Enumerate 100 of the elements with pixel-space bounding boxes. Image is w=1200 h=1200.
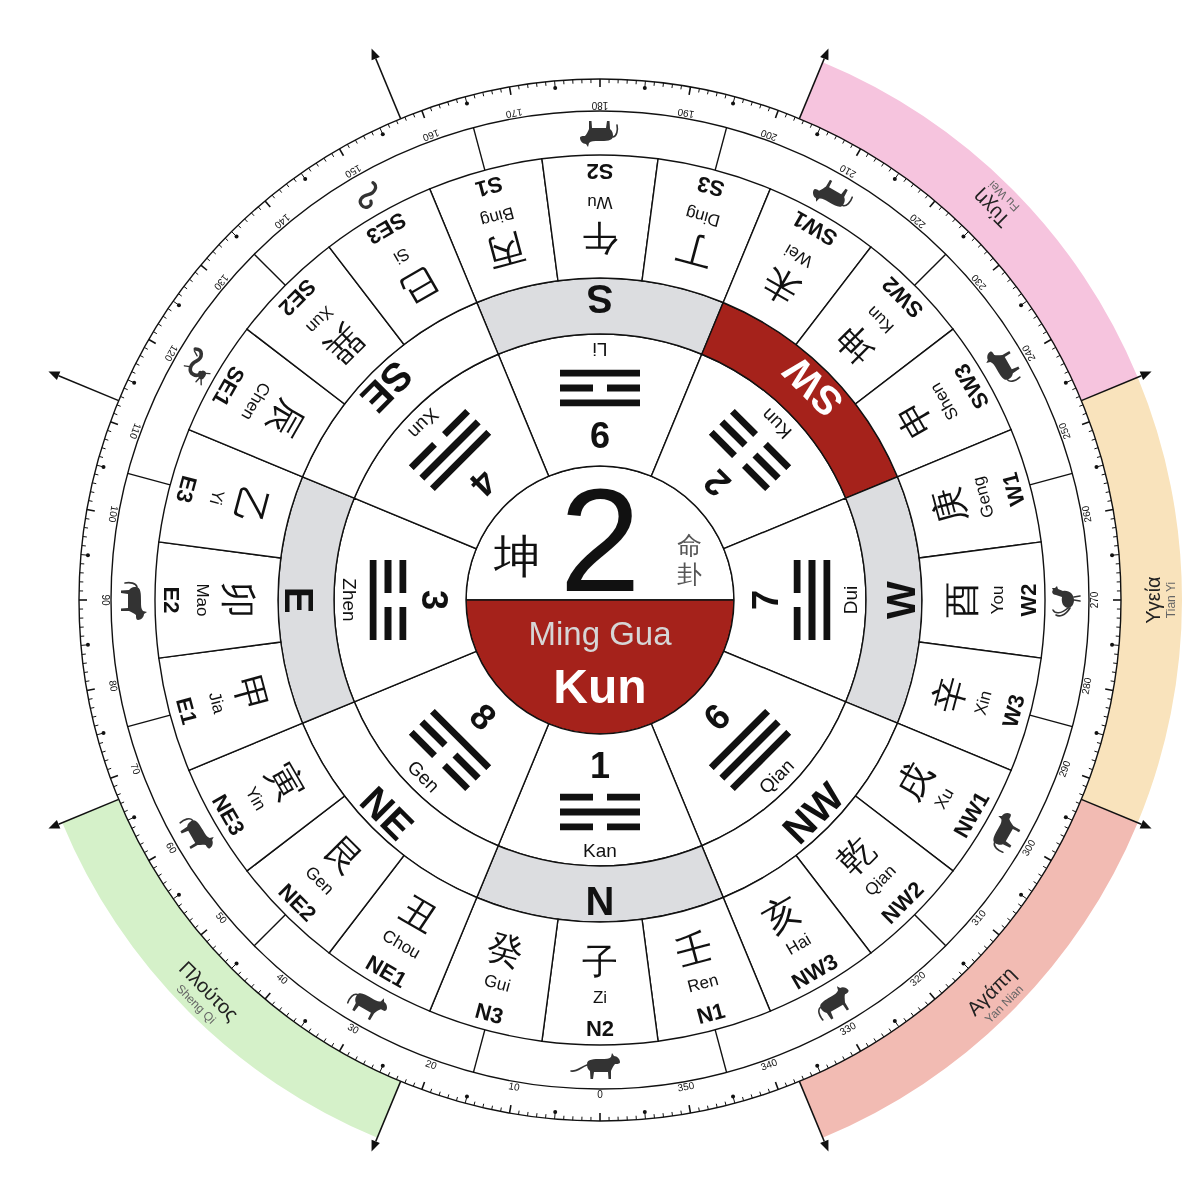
sector-code: E2 <box>158 586 184 614</box>
degree-number: 180 <box>591 101 609 109</box>
greek-label: Υγεία <box>1143 576 1163 624</box>
trigram-name: Dui <box>840 585 862 615</box>
degree-number: 310 <box>970 909 988 928</box>
degree-number: 220 <box>909 212 928 230</box>
pinyin-label: Mao <box>192 583 212 617</box>
degree-number: 90 <box>101 594 109 606</box>
degree-number: 230 <box>970 272 988 291</box>
degree-number: 270 <box>1091 591 1099 609</box>
gua-number: 2 <box>559 486 641 596</box>
direction-letter: S <box>586 277 614 321</box>
degree-number: 340 <box>760 1058 779 1072</box>
degree-number: 110 <box>128 421 142 440</box>
sector-cell <box>540 918 660 1046</box>
degree-number: 350 <box>677 1082 695 1093</box>
degree-number: 300 <box>1021 838 1037 857</box>
trigram-name: Zhen <box>338 578 360 622</box>
degree-number: 280 <box>1082 677 1093 695</box>
sector-code: W1 <box>998 469 1031 508</box>
degree-number: 250 <box>1058 421 1072 440</box>
degree-number: 240 <box>1021 343 1037 362</box>
pinyin-label: Ren <box>685 971 721 998</box>
degree-number: 260 <box>1082 505 1093 523</box>
degree-number: 80 <box>107 679 118 693</box>
trigram-number: 4 <box>461 461 504 504</box>
degree-number: 0 <box>597 1091 603 1099</box>
pinyin-label: Wu <box>587 192 613 212</box>
chinese-label: 命卦 <box>676 532 702 590</box>
trigram-name: Kan <box>583 840 617 862</box>
sector-code: E1 <box>170 694 201 728</box>
degree-number: 210 <box>838 163 857 179</box>
sector-cell <box>475 277 725 356</box>
direction-letter: E <box>277 586 321 614</box>
degree-number: 170 <box>505 107 523 118</box>
chinese-character: 辛 <box>925 671 974 717</box>
chinese-character: 卯 <box>218 582 258 618</box>
heading: Ming Gua <box>528 615 672 653</box>
chinese-character: 子 <box>582 942 618 982</box>
sector-code: S2 <box>586 158 614 184</box>
chinese-character: 癸 <box>483 925 529 974</box>
chinese-character: 午 <box>582 218 618 258</box>
trigram-number: 2 <box>696 461 739 504</box>
pinyin-label: Jia <box>203 690 228 716</box>
sector-code: N2 <box>585 1016 615 1042</box>
degree-number: 190 <box>677 107 695 118</box>
sector-code: W3 <box>998 691 1031 731</box>
degree-number: 330 <box>838 1021 857 1037</box>
sector-code: N1 <box>694 999 728 1030</box>
degree-number: 320 <box>909 970 928 988</box>
direction-letter: N <box>585 879 615 923</box>
pinyin-label: Bing <box>478 202 516 229</box>
pinyin-label: Wei <box>781 240 816 271</box>
direction-letter: W <box>879 581 923 619</box>
degree-number: 200 <box>760 128 779 142</box>
chinese-character: 酉 <box>942 582 982 618</box>
sector-cell <box>540 154 660 282</box>
arc-band <box>1080 376 1183 824</box>
chinese-character: 壬 <box>671 925 717 974</box>
degree-number: 150 <box>343 163 362 179</box>
sector-code: S3 <box>694 170 728 201</box>
chinese-character: 乙 <box>226 483 275 529</box>
degree-number: 120 <box>163 343 179 362</box>
degree-number: 290 <box>1058 760 1072 779</box>
pinyin-label: You <box>988 585 1008 615</box>
chinese-character: 坤 <box>494 530 540 582</box>
pinyin-label: Yi <box>204 487 227 507</box>
trigram-number: 3 <box>414 590 454 610</box>
pinyin-label: Gui <box>481 972 513 997</box>
degree-number: 20 <box>424 1059 438 1071</box>
degree-number: 160 <box>421 128 440 142</box>
degree-number: 100 <box>107 505 118 523</box>
chinese-character: 丙 <box>483 226 529 275</box>
degree-number: 70 <box>129 762 141 776</box>
sector-cell <box>277 475 356 725</box>
sector-code: N3 <box>472 999 506 1030</box>
degree-number: 30 <box>345 1022 360 1035</box>
degree-number: 40 <box>275 972 289 986</box>
degree-number: 60 <box>165 840 178 855</box>
pinyin-label: Tian Yi <box>1165 581 1177 619</box>
sector-cell <box>475 844 725 923</box>
sector-code: W2 <box>1016 583 1042 617</box>
trigram-number: 6 <box>696 696 739 739</box>
pinyin-label: Yin <box>241 783 270 814</box>
sector-cell <box>844 475 923 725</box>
sector-cell <box>918 540 1046 660</box>
pinyin-label: Zi <box>592 988 608 1008</box>
trigram-number: 8 <box>461 696 504 739</box>
trigram-number: 9 <box>590 414 610 454</box>
pinyin-label: Xin <box>972 688 997 718</box>
degree-number: 10 <box>507 1082 521 1093</box>
sector-cell <box>154 540 282 660</box>
trigram-name: Li <box>592 338 608 360</box>
sector-code: S1 <box>472 170 506 201</box>
chinese-character: 甲 <box>226 671 275 717</box>
sector-code: E3 <box>170 472 201 506</box>
degree-number: 50 <box>214 911 228 925</box>
trigram-number: 7 <box>746 590 786 610</box>
trigram-number: 1 <box>590 746 610 786</box>
degree-number: 140 <box>272 212 291 230</box>
